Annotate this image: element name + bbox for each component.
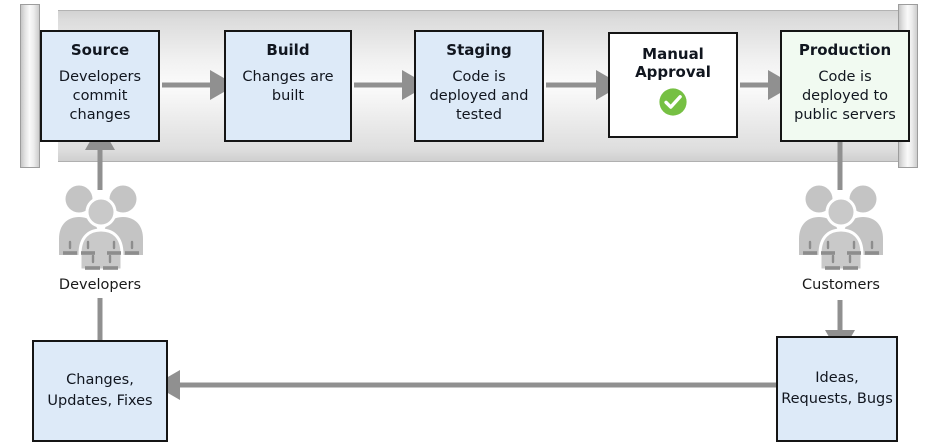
feedback-input-label: Changes, Updates, Fixes [47, 372, 153, 409]
stage-description: Code is deployed to public servers [794, 69, 896, 123]
stage-production[interactable]: Production Code is deployed to public se… [780, 30, 910, 142]
stage-manual-approval[interactable]: Manual Approval [608, 32, 738, 138]
feedback-output-label: Ideas, Requests, Bugs [781, 370, 893, 407]
people-group-icon [59, 185, 143, 272]
stage-title: Manual Approval [635, 45, 711, 81]
actor-label-customers: Customers [802, 277, 880, 293]
stage-build[interactable]: Build Changes are built [224, 30, 352, 142]
stage-description: Code is deployed and tested [429, 69, 529, 123]
stage-title: Source [70, 41, 130, 59]
stage-staging[interactable]: Staging Code is deployed and tested [414, 30, 544, 142]
stage-title: Production [798, 41, 892, 59]
people-group-icon [799, 185, 883, 272]
stage-description: Changes are built [242, 69, 334, 104]
pipeline-cap-left [20, 4, 40, 168]
check-circle-icon [659, 88, 687, 116]
feedback-input-box[interactable]: Changes, Updates, Fixes [32, 340, 168, 442]
actor-label-developers: Developers [58, 277, 142, 293]
stage-title: Build [266, 41, 310, 59]
stage-description: Developers commit changes [58, 69, 142, 123]
feedback-output-box[interactable]: Ideas, Requests, Bugs [776, 336, 898, 442]
stage-title: Staging [446, 41, 512, 59]
stage-source[interactable]: Source Developers commit changes [40, 30, 160, 142]
